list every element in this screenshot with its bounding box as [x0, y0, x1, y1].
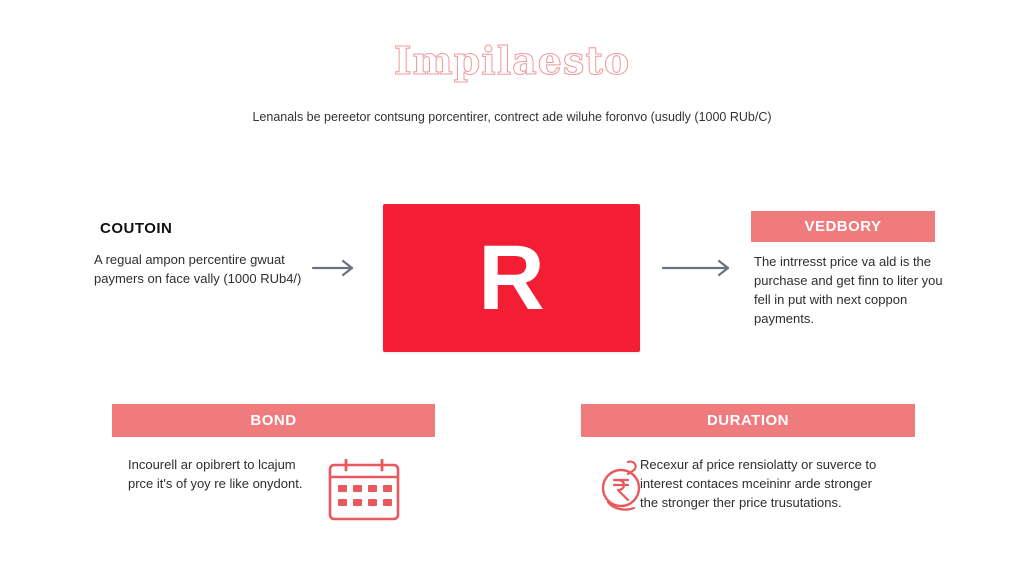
coupon-heading: COUTOIN — [100, 220, 173, 237]
center-letter: R — [478, 227, 545, 329]
arrow-right-icon — [662, 258, 732, 278]
coupon-text: A regual ampon percentire gwuat paymers … — [94, 252, 302, 286]
vedbory-text: The intrresst price va ald is the purcha… — [754, 254, 943, 326]
arrow-right-icon — [312, 258, 356, 278]
bond-text: Incourell ar opibrert to lcajum prce it'… — [128, 457, 303, 491]
vedbory-heading: VEDBORY — [804, 218, 882, 235]
center-logo-box: R — [383, 204, 640, 352]
bond-heading: BOND — [250, 412, 297, 429]
bond-banner: BOND — [112, 404, 435, 437]
duration-heading: DURATION — [706, 412, 790, 429]
duration-text: Recexur af price rensiolatty or suverce … — [640, 457, 877, 510]
calendar-icon — [328, 458, 400, 526]
page-title: Impilaesto — [393, 38, 631, 84]
duration-banner: DURATION — [581, 404, 915, 437]
vedbory-banner: VEDBORY — [751, 211, 935, 242]
page-subtitle: Lenanals be pereetor contsung porcentire… — [252, 110, 772, 124]
rupee-hand-icon — [600, 458, 644, 519]
